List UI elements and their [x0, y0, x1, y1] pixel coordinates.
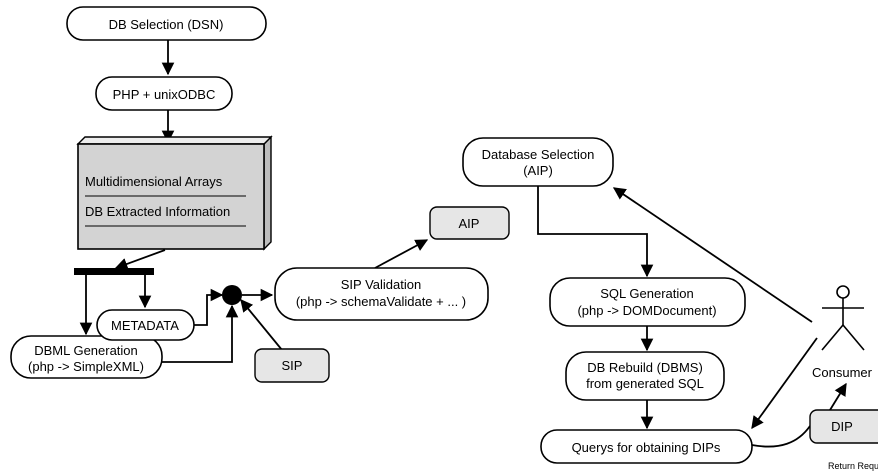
edge-consumer-to-dbsel — [612, 187, 813, 323]
node-extracted-data-box: Multidimensional Arrays DB Extracted Inf… — [76, 135, 273, 251]
edge-dbsel-to-sqlgen — [537, 186, 654, 278]
dip-label: DIP — [831, 419, 853, 434]
node-dbml-generation: DBML Generation (php -> SimpleXML) — [10, 335, 163, 379]
node-dip: DIP — [809, 409, 878, 444]
join-node — [222, 285, 242, 305]
querys-dips-label: Querys for obtaining DIPs — [572, 440, 721, 455]
db-extracted-information-label: DB Extracted Information — [85, 204, 230, 219]
node-querys-dips: Querys for obtaining DIPs — [540, 429, 753, 464]
edges — [79, 40, 847, 448]
node-php-unixodbc: PHP + unixODBC — [95, 76, 233, 111]
php-unixodbc-label: PHP + unixODBC — [113, 87, 216, 102]
edge-querys-to-dip — [751, 425, 811, 448]
edge-dip-to-consumer — [829, 382, 847, 411]
node-db-selection-dsn: DB Selection (DSN) — [66, 6, 267, 41]
db-rebuild-sublabel: from generated SQL — [586, 376, 704, 391]
edge-sip-to-join — [240, 299, 283, 351]
actor-head — [836, 285, 850, 299]
node-sql-generation: SQL Generation (php -> DOMDocument) — [549, 277, 746, 327]
dbml-generation-label: DBML Generation — [34, 343, 138, 358]
metadata-label: METADATA — [111, 318, 179, 333]
dbml-generation-sublabel: (php -> SimpleXML) — [28, 359, 144, 374]
actor-left-leg — [821, 324, 844, 351]
edge-validation-to-aip — [374, 239, 429, 269]
multidimensional-arrays-label: Multidimensional Arrays — [85, 174, 223, 189]
edge-arrays-to-fork — [114, 249, 166, 271]
consumer-label: Consumer — [812, 365, 873, 380]
db-rebuild-label: DB Rebuild (DBMS) — [587, 360, 703, 375]
node-database-selection-aip: Database Selection (AIP) — [462, 137, 614, 187]
sip-label: SIP — [282, 358, 303, 373]
edge-metadata-to-join — [194, 288, 224, 326]
sql-generation-sublabel: (php -> DOMDocument) — [577, 303, 716, 318]
node-metadata: METADATA — [96, 309, 195, 341]
node-sip: SIP — [254, 348, 330, 383]
edge-consumer-to-querys — [751, 337, 818, 430]
return-requests-label: Return Requests — [828, 461, 878, 471]
sip-validation-sublabel: (php -> schemaValidate + ... ) — [296, 294, 466, 309]
node-db-rebuild: DB Rebuild (DBMS) from generated SQL — [565, 351, 725, 401]
fork-bar — [74, 268, 154, 275]
db-selection-dsn-label: DB Selection (DSN) — [109, 17, 224, 32]
aip-label: AIP — [459, 216, 480, 231]
edge-dbml-to-join — [162, 304, 239, 363]
database-selection-sublabel: (AIP) — [523, 163, 553, 178]
node-aip: AIP — [429, 206, 510, 240]
actor-right-leg — [842, 324, 865, 351]
sql-generation-label: SQL Generation — [600, 286, 693, 301]
database-selection-label: Database Selection — [482, 147, 595, 162]
consumer-actor: Consumer — [812, 285, 873, 380]
sip-validation-label: SIP Validation — [341, 277, 421, 292]
node-sip-validation: SIP Validation (php -> schemaValidate + … — [274, 267, 489, 321]
